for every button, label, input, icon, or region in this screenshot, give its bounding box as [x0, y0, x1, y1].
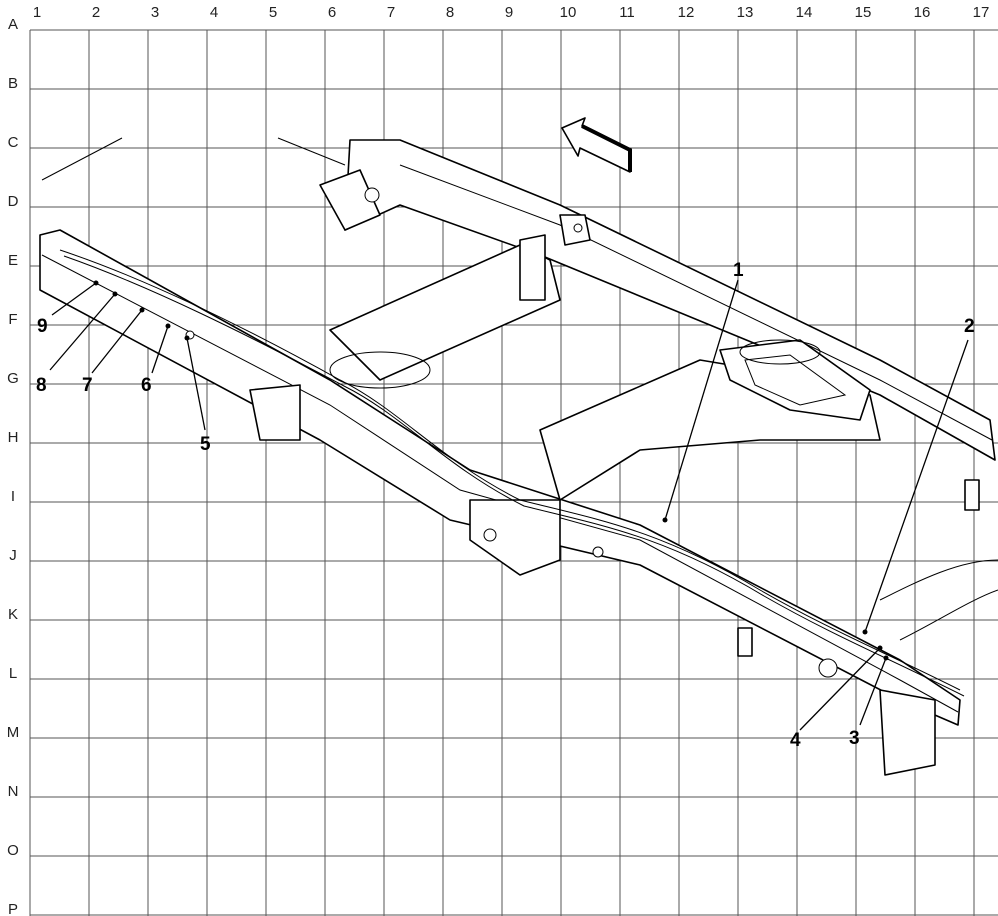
callout-2: 2 [964, 316, 975, 337]
grid-row-label: D [8, 193, 19, 210]
grid-column-label: 4 [210, 4, 218, 21]
callout-9: 9 [37, 316, 48, 337]
grid-column-label: 1 [33, 4, 41, 21]
grid-column-label: 16 [914, 4, 931, 21]
callout-5: 5 [200, 434, 211, 455]
grid-row-label: G [7, 370, 19, 387]
grid-column-label: 12 [678, 4, 695, 21]
grid-row-label: M [7, 724, 20, 741]
row-labels: A B C D E F G H I J K L M N O P [7, 16, 20, 916]
grid-row-label: C [8, 134, 19, 151]
callout-labels: 1 2 3 4 5 6 7 8 9 [36, 260, 975, 751]
grid-column-label: 11 [619, 4, 635, 21]
grid-column-label: 2 [92, 4, 100, 21]
grid-column-label: 13 [737, 4, 754, 21]
grid-row-label: O [7, 842, 19, 859]
callout-leaders [49, 279, 969, 731]
vehicle-frame-illustration [39, 137, 998, 776]
grid-row-label: N [8, 783, 19, 800]
grid-row-label: F [8, 311, 17, 328]
grid-row-label: P [8, 901, 18, 916]
grid-column-label: 15 [855, 4, 872, 21]
grid-column-label: 9 [505, 4, 513, 21]
grid-column-label: 14 [796, 4, 813, 21]
grid-row-label: B [8, 75, 18, 92]
forward-direction-arrow-icon [561, 117, 632, 173]
grid-column-label: 10 [560, 4, 577, 21]
callout-3: 3 [849, 728, 860, 749]
grid-row-label: L [9, 665, 17, 682]
grid-row-label: A [8, 16, 18, 33]
grid-column-label: 5 [269, 4, 277, 21]
grid-column-label: 17 [973, 4, 990, 21]
reference-grid [29, 29, 998, 916]
grid-column-label: 8 [446, 4, 454, 21]
callout-6: 6 [141, 375, 152, 396]
grid-column-label: 6 [328, 4, 336, 21]
grid-column-label: 7 [387, 4, 395, 21]
callout-8: 8 [36, 375, 47, 396]
grid-row-label: H [8, 429, 19, 446]
grid-row-label: J [9, 547, 17, 564]
callout-4: 4 [790, 730, 801, 751]
grid-row-label: E [8, 252, 18, 269]
grid-row-label: K [8, 606, 18, 623]
grid-row-label: I [11, 488, 15, 505]
callout-1: 1 [733, 260, 744, 281]
grid-column-label: 3 [151, 4, 159, 21]
callout-7: 7 [82, 375, 93, 396]
